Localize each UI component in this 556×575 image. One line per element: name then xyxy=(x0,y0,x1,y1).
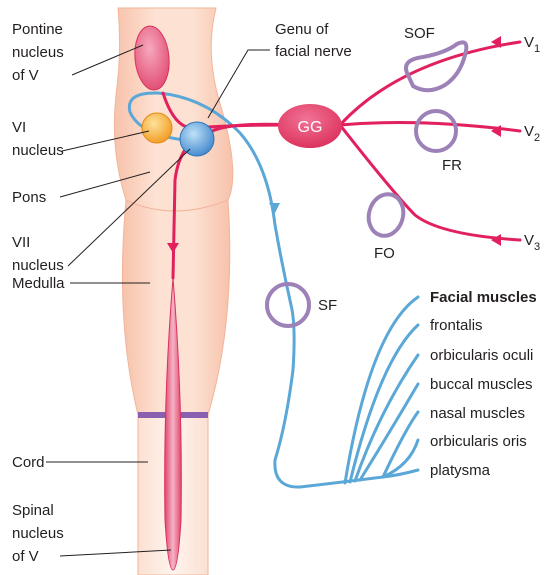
vii-nucleus xyxy=(180,122,214,156)
muscle-platysma: platysma xyxy=(430,462,491,479)
facial-muscles-list: Facial muscles frontalis orbicularis ocu… xyxy=(430,289,537,479)
fr-ring xyxy=(416,111,456,151)
cord-label: Cord xyxy=(12,454,45,471)
muscle-orbicularis-oris: orbicularis oris xyxy=(430,433,527,450)
gg-label: GG xyxy=(298,119,323,136)
muscle-buccal: buccal muscles xyxy=(430,376,533,393)
pontine-nucleus-label: Pontine nucleus of V xyxy=(12,21,64,84)
fo-ring xyxy=(364,190,408,239)
svg-text:nucleus: nucleus xyxy=(12,142,64,159)
muscle-orbicularis-oculi: orbicularis oculi xyxy=(430,347,533,364)
facial-muscle-branches xyxy=(345,297,418,483)
sof-label: SOF xyxy=(404,25,435,42)
spinal-nucleus-label: Spinal nucleus of V xyxy=(12,502,64,565)
svg-text:nucleus: nucleus xyxy=(12,44,64,61)
svg-text:of V: of V xyxy=(12,548,39,565)
facial-muscles-title: Facial muscles xyxy=(430,289,537,306)
svg-text:VI: VI xyxy=(12,119,26,136)
sof-ring xyxy=(406,42,466,90)
svg-text:Spinal: Spinal xyxy=(12,502,54,519)
v2-label: V2 xyxy=(524,123,540,144)
svg-text:Pontine: Pontine xyxy=(12,21,63,38)
muscle-frontalis: frontalis xyxy=(430,317,483,334)
fo-label: FO xyxy=(374,245,395,262)
fr-label: FR xyxy=(442,157,462,174)
v3-arrow xyxy=(491,234,501,246)
svg-text:Genu of: Genu of xyxy=(275,21,329,38)
medulla-label: Medulla xyxy=(12,275,65,292)
vi-nucleus xyxy=(142,113,172,143)
muscle-nasal: nasal muscles xyxy=(430,405,525,422)
svg-text:VII: VII xyxy=(12,234,30,251)
svg-text:nucleus: nucleus xyxy=(12,525,64,542)
genu-label: Genu of facial nerve xyxy=(275,21,352,60)
v3-label: V3 xyxy=(524,232,540,253)
svg-text:nucleus: nucleus xyxy=(12,257,64,274)
vi-nucleus-label: VI nucleus xyxy=(12,119,64,159)
svg-text:facial nerve: facial nerve xyxy=(275,43,352,60)
facial-nerve-arrow xyxy=(269,203,280,213)
v1-label: V1 xyxy=(524,34,540,55)
pons-label: Pons xyxy=(12,189,46,206)
svg-text:of V: of V xyxy=(12,67,39,84)
sf-label: SF xyxy=(318,297,337,314)
vii-nucleus-label: VII nucleus xyxy=(12,234,64,274)
